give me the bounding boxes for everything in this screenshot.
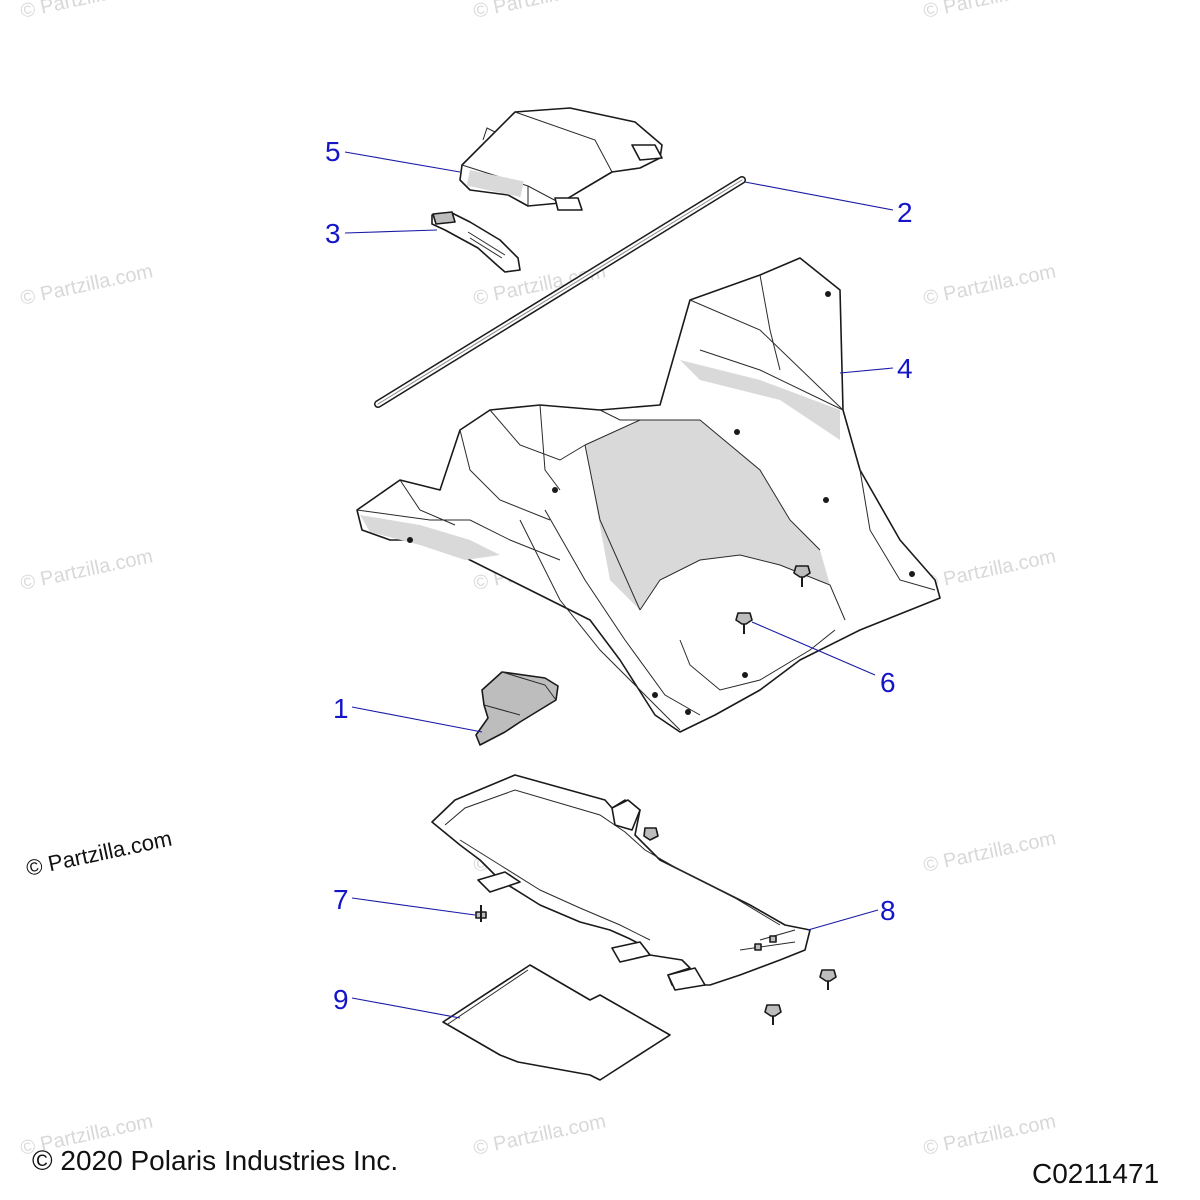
leader-3 [344,229,438,234]
watermark: © Partzilla.com [921,545,1057,595]
watermark: © Partzilla.com [921,1110,1057,1160]
callout-5: 5 [325,136,341,167]
part-6-fasteners [735,565,811,634]
part-4-storage-tub [356,257,941,733]
watermark: © Partzilla.com [18,545,154,595]
callout-8: 8 [880,895,896,926]
leader-4 [839,367,894,374]
leader-lines [344,151,894,1019]
callout-9: 9 [333,984,349,1015]
watermark: © Partzilla.com [921,260,1057,310]
watermark: © Partzilla.com [471,0,607,23]
callout-6: 6 [880,667,896,698]
part-8-tray [431,774,811,991]
callout-7: 7 [333,884,349,915]
callout-2: 2 [897,197,913,228]
part-7-push-pin [475,905,487,922]
watermark: © Partzilla.com [921,827,1057,877]
loose-fasteners [764,969,837,1025]
leader-7 [351,897,476,916]
watermark: © Partzilla.com [18,260,154,310]
callout-3: 3 [325,218,341,249]
leader-9 [351,997,461,1019]
partzilla-watermark-dark: © Partzilla.com [24,826,174,881]
leader-5 [344,151,461,173]
callout-1: 1 [333,693,349,724]
watermark: © Partzilla.com [18,0,154,23]
leader-8 [807,909,879,931]
copyright-text: © 2020 Polaris Industries Inc. [32,1145,398,1176]
leader-1 [351,706,483,733]
diagram-code: C0211471 [1032,1158,1159,1189]
callout-numbers: 5 3 2 4 6 1 7 8 9 [325,136,913,1015]
part-2-rod [374,176,746,408]
callout-4: 4 [897,353,913,384]
watermark: © Partzilla.com [471,1110,607,1160]
part-1-bracket [475,671,559,746]
watermark: © Partzilla.com [921,0,1057,23]
part-9-mat [442,964,671,1081]
part-3-strap [431,211,521,273]
part-5-cover [459,107,663,211]
leader-6 [751,621,876,676]
leader-2 [744,181,894,211]
